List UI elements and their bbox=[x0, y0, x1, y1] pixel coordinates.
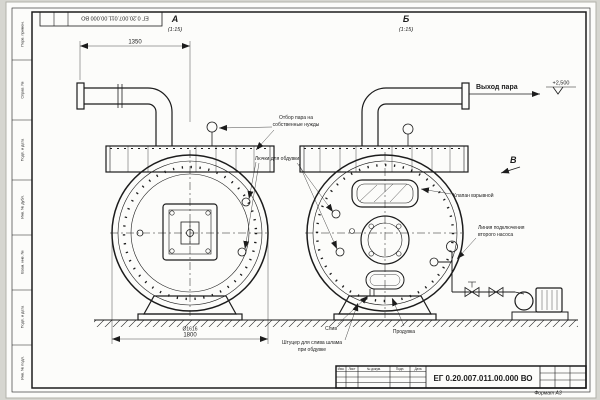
side-strip: Перв. примен. Справ. № Подп. и дата Инв.… bbox=[21, 21, 25, 379]
callouts: Отбор пара на собственные нужды Лючки дл… bbox=[218, 115, 525, 353]
elevation-mark-icon bbox=[552, 86, 564, 95]
callout-sludge-line2: при обдувке bbox=[298, 347, 326, 353]
face-fitting bbox=[136, 229, 144, 237]
callout-explosion-valve: Клапан взрывной bbox=[420, 187, 494, 199]
callout-own-needs-line2: собственные нужды bbox=[273, 122, 320, 128]
strip-cell-label: Взам. инв. № bbox=[21, 250, 25, 274]
soot-hatch-fitting bbox=[241, 197, 251, 207]
view-a-boiler bbox=[76, 82, 275, 321]
view-b-steam-pipe bbox=[361, 82, 470, 146]
soot-hatch-fitting bbox=[331, 209, 341, 219]
view-b-drum-band bbox=[299, 145, 469, 173]
callout-blowdown-label: Продувка bbox=[393, 329, 415, 335]
view-b-boiler bbox=[299, 82, 470, 321]
pipe-flange bbox=[461, 82, 470, 110]
titleblock-col-data: Дата bbox=[414, 367, 421, 371]
strip-cell-label: Инв. № дубл. bbox=[21, 195, 25, 219]
callout-pump-line-line2: второго насоса bbox=[478, 232, 513, 238]
feed-pump-unit bbox=[438, 240, 569, 321]
pump-base bbox=[511, 311, 569, 321]
view-a-furnace-door bbox=[162, 203, 218, 261]
dim-1800-value: 1800 bbox=[183, 333, 197, 339]
callout-sludge: Штуцер для слива шлама при обдувке bbox=[282, 302, 359, 353]
valve-icon bbox=[488, 286, 497, 298]
valve-icon bbox=[471, 286, 480, 298]
view-v-label: В bbox=[510, 155, 517, 165]
callout-pump-line: Линия подключения второго насоса bbox=[456, 225, 525, 260]
face-fitting bbox=[349, 228, 355, 234]
explosion-valve-hatch bbox=[351, 179, 419, 208]
callout-own-needs-line1: Отбор пара на bbox=[279, 115, 313, 121]
titleblock-col-izm: Изм. bbox=[338, 367, 345, 371]
strip-cell-label: Перв. примен. bbox=[21, 21, 25, 46]
dimension-1800: 1800 Ø1616 bbox=[111, 240, 269, 344]
strip-cell-label: Подп. и дата bbox=[21, 138, 25, 161]
view-a-pressure-gauge bbox=[206, 121, 218, 146]
callout-own-needs: Отбор пара на собственные нужды bbox=[218, 115, 320, 151]
view-b-label: Б bbox=[403, 14, 410, 24]
callout-drain-label: Слив bbox=[325, 326, 337, 332]
central-manhole bbox=[360, 215, 410, 265]
top-inverted-doc-number: ЕГ 0.20.007.011.00.000 ВО bbox=[81, 15, 149, 21]
titleblock-col-podp: Подп. bbox=[396, 367, 405, 371]
bottom-hatch bbox=[365, 270, 405, 296]
valve-icon bbox=[495, 286, 504, 298]
view-b-pressure-gauge bbox=[402, 123, 414, 146]
format-label: Формат А3 bbox=[534, 391, 562, 397]
soot-hatch-fitting bbox=[237, 247, 247, 257]
view-b-pedestal bbox=[333, 295, 437, 321]
steam-outlet-annotation: Выход пара +2,500 bbox=[469, 81, 576, 97]
strip-cell-label: Подп. и дата bbox=[21, 305, 25, 328]
view-a-drum-band bbox=[105, 145, 275, 173]
view-a-steam-pipe bbox=[76, 82, 173, 146]
valve-icon bbox=[464, 286, 473, 298]
callout-sludge-line1: Штуцер для слива шлама bbox=[282, 340, 342, 346]
dim-diameter-value: Ø1616 bbox=[182, 327, 197, 333]
elevation-value: +2,500 bbox=[553, 81, 570, 87]
bolt-circle bbox=[315, 163, 455, 303]
bolt-circle bbox=[122, 165, 258, 301]
paper-frame bbox=[5, 1, 597, 399]
view-a-pedestal bbox=[137, 295, 243, 321]
top-stamp-box bbox=[39, 11, 163, 27]
view-v-indicator: В bbox=[500, 155, 521, 174]
strip-cell-label: Инв. № подл. bbox=[21, 356, 25, 380]
pump-icon bbox=[514, 291, 534, 311]
pressure-gauge-icon bbox=[446, 240, 458, 253]
titleblock-doc-number: ЕГ 0.20.007.011.00.000 ВО bbox=[433, 374, 532, 383]
callout-pump-line-line1: Линия подключения bbox=[478, 225, 525, 231]
titleblock-col-list: Лист bbox=[349, 367, 356, 371]
callout-blowdown: Продувка bbox=[391, 297, 415, 335]
view-a-label: А bbox=[171, 14, 179, 24]
dim-1350-value: 1350 bbox=[128, 40, 142, 46]
view-b-scale: (1:15) bbox=[399, 27, 414, 33]
titleblock-col-doc: № докум. bbox=[367, 367, 381, 371]
callout-explosion-valve-label: Клапан взрывной bbox=[453, 192, 494, 199]
strip-cell-label: Справ. № bbox=[21, 81, 25, 98]
soot-hatch-fitting bbox=[335, 247, 345, 257]
pipe-flange bbox=[76, 82, 85, 110]
title-block: Изм. Лист № докум. Подп. Дата ЕГ 0.20.00… bbox=[335, 365, 587, 397]
callout-soot-hatches: Лючки для обдувки bbox=[243, 156, 338, 250]
view-a-scale: (1:15) bbox=[168, 27, 183, 33]
callout-soot-hatches-label: Лючки для обдувки bbox=[255, 156, 300, 162]
steam-outlet-label: Выход пара bbox=[476, 84, 518, 91]
dimension-1350: 1350 bbox=[79, 40, 191, 122]
